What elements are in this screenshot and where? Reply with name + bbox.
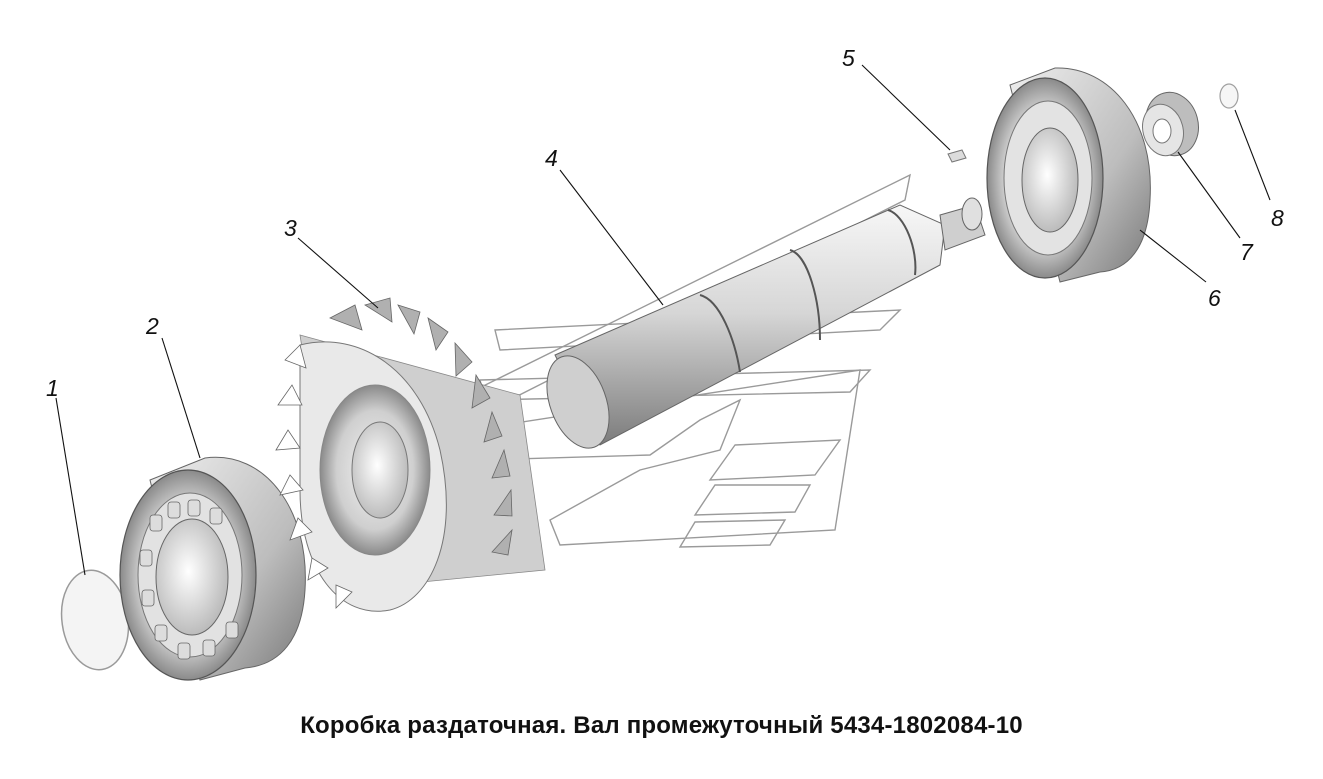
callout-1: 1 [46,375,59,401]
part-5-key [947,149,967,163]
callout-2: 2 [145,313,159,339]
part-6-ball-bearing [986,67,1151,283]
exploded-view-drawing: 1 2 3 4 5 6 7 8 [46,45,1284,681]
callout-7: 7 [1240,239,1254,265]
callout-4: 4 [545,145,558,171]
part-7-nut [1142,91,1199,157]
diagram-caption: Коробка раздаточная. Вал промежуточный 5… [300,712,1023,739]
part-2-roller-bearing [119,456,306,681]
callout-3: 3 [284,215,297,241]
callout-5: 5 [842,45,855,71]
callout-6: 6 [1208,285,1221,311]
part-8-washer [1219,83,1239,109]
part-3-gear [275,297,546,612]
part-4-shaft [546,197,986,449]
leader-lines [55,64,1271,576]
callout-8: 8 [1271,205,1284,231]
